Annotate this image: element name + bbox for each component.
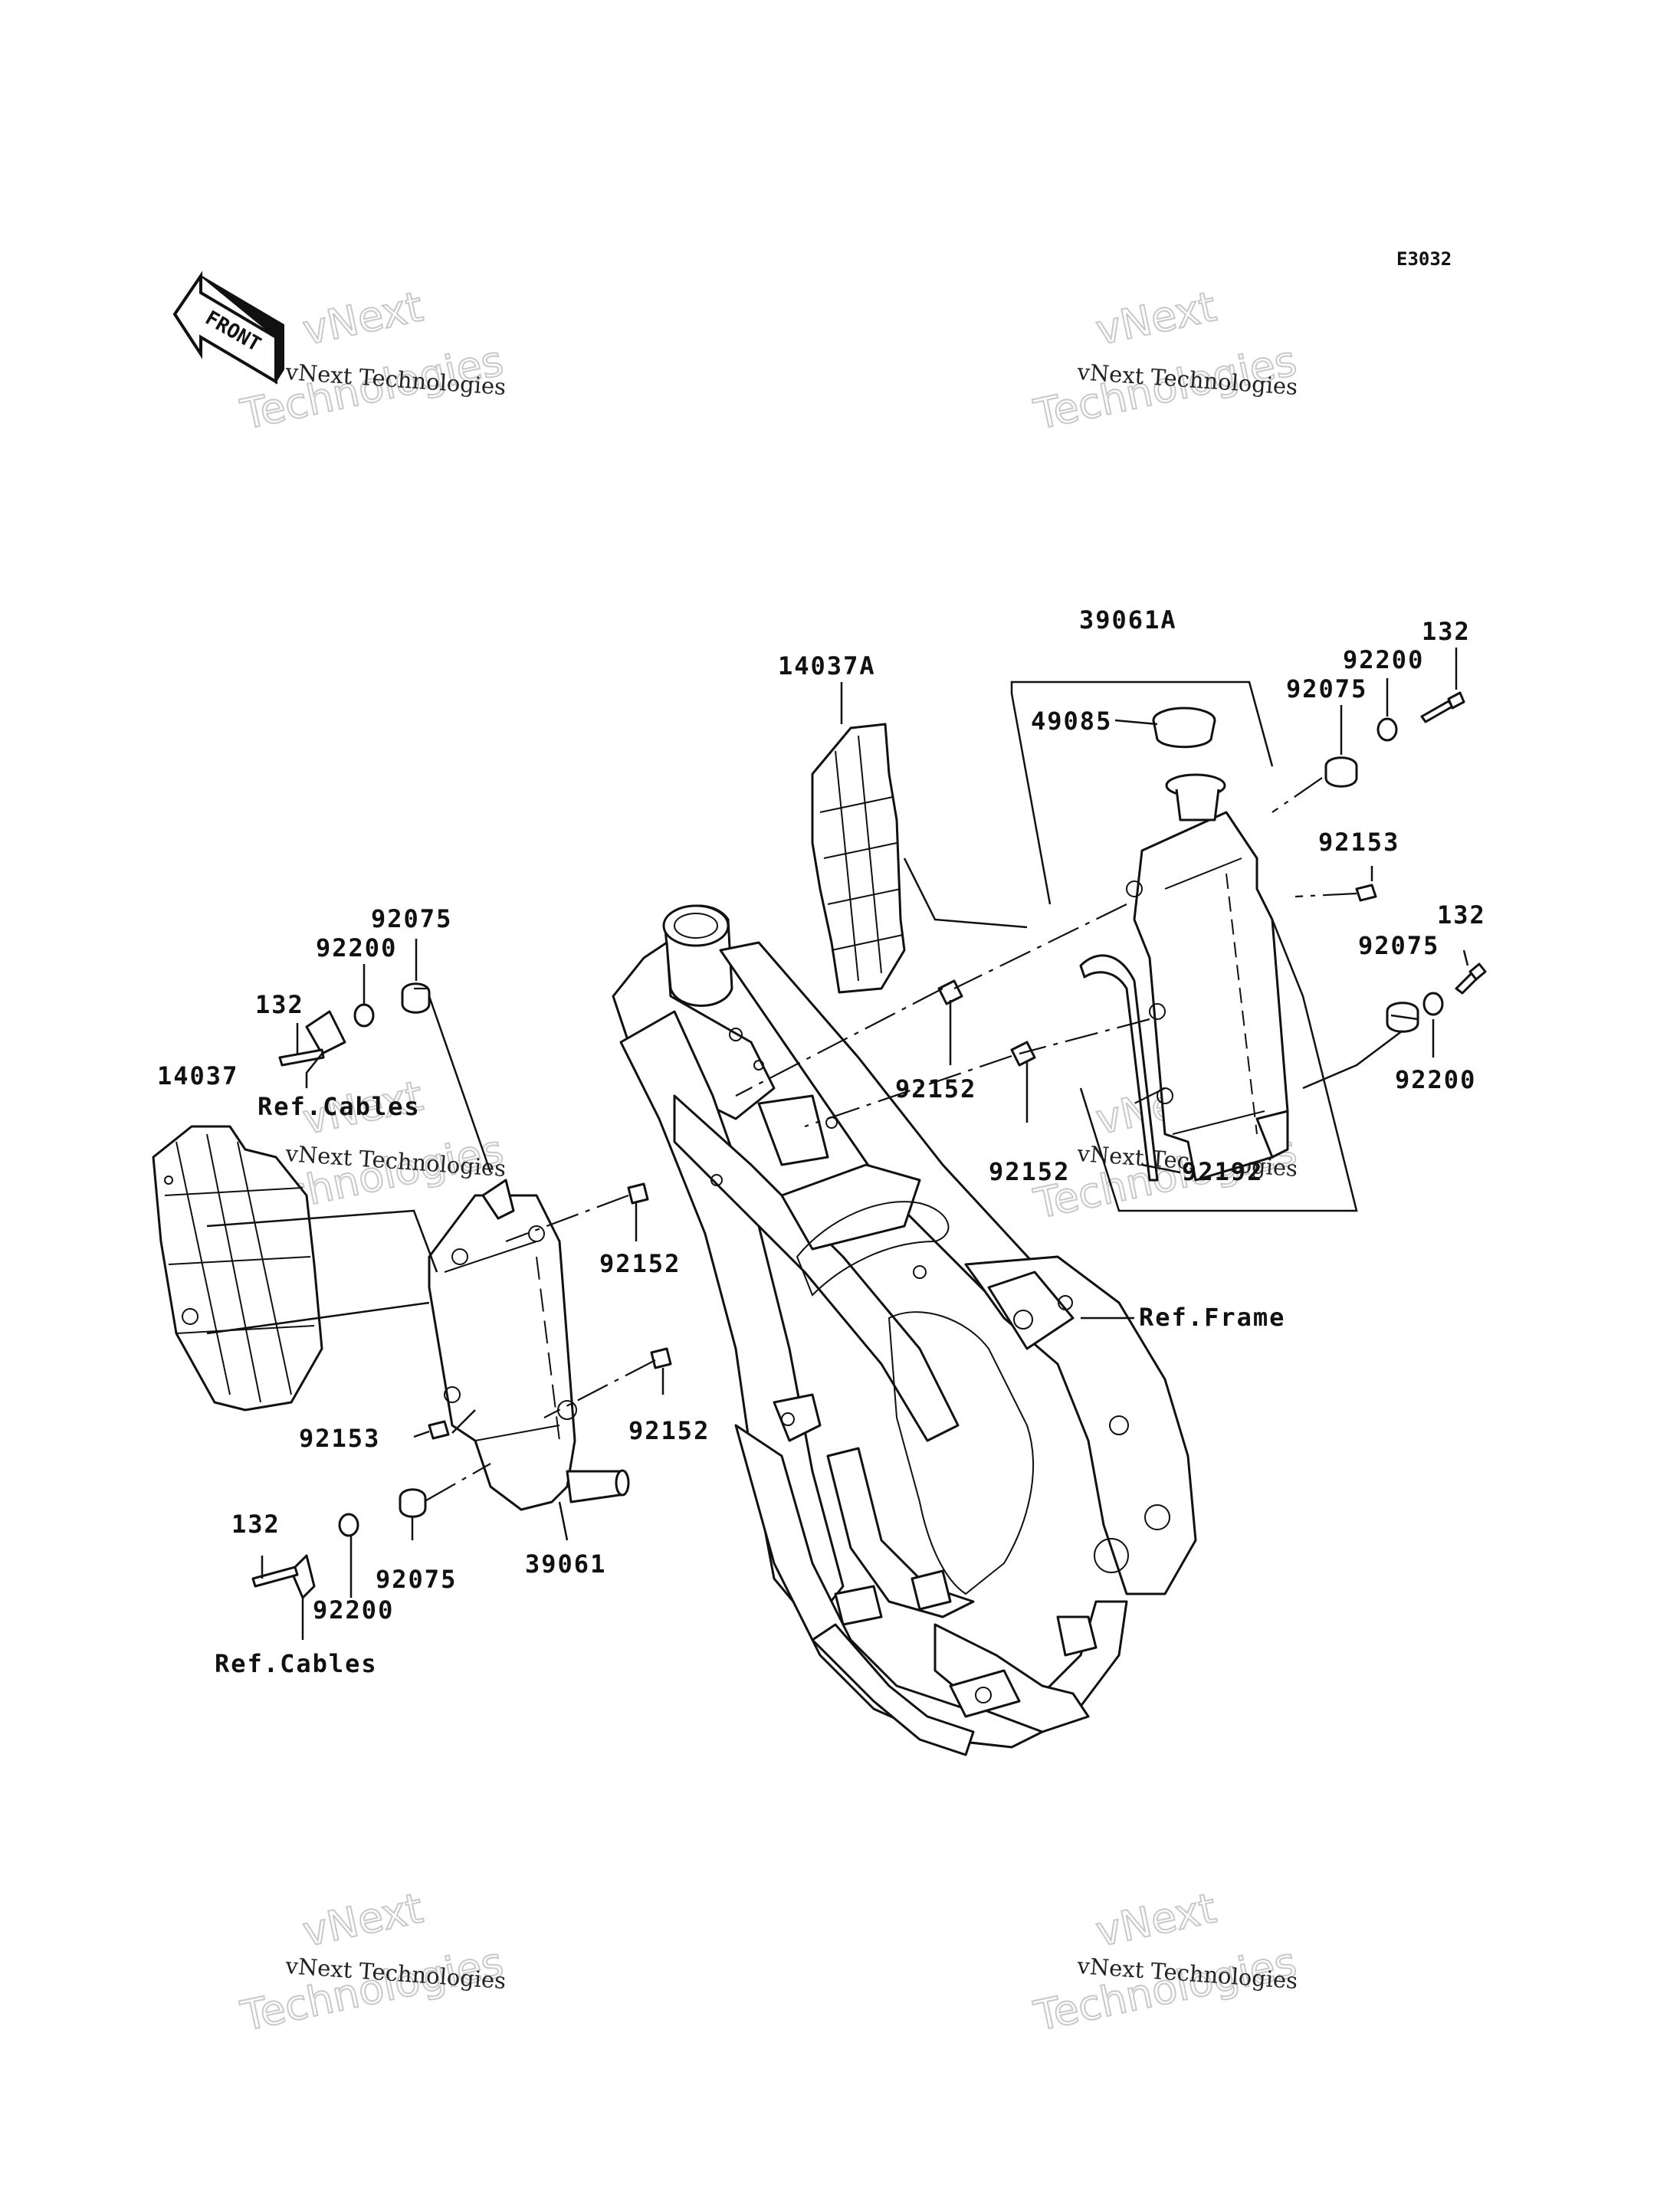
front-arrow-icon: FRONT (172, 271, 284, 385)
label-39061: 39061 (525, 1549, 606, 1579)
svg-text:vNext: vNext (1092, 1884, 1220, 1956)
watermark-bottom-right: vNext Technologies vNext Technologies (1029, 1883, 1301, 2041)
radiator-left (428, 1179, 630, 1511)
radiator-right (1079, 773, 1289, 1182)
label-132-right: 132 (1437, 900, 1486, 930)
fasteners-right (937, 691, 1487, 1067)
label-92200-left: 92200 (316, 933, 397, 962)
label-92152-a: 92152 (895, 1074, 976, 1103)
watermark-bottom-left: vNext Technologies vNext Technologies (236, 1883, 508, 2041)
label-92075-left: 92075 (371, 904, 452, 933)
label-132-left: 132 (255, 990, 304, 1019)
frame-drawing (612, 904, 1197, 1756)
label-92153-right: 92153 (1318, 828, 1399, 857)
label-ref-frame: Ref.Frame (1139, 1303, 1285, 1332)
label-92152-d: 92152 (628, 1416, 710, 1445)
label-92200-right: 92200 (1395, 1065, 1476, 1094)
svg-text:vNext: vNext (299, 282, 427, 354)
diagram-code: E3032 (1396, 248, 1452, 270)
fasteners-left (251, 982, 672, 1599)
label-132-bottom-left: 132 (231, 1510, 281, 1539)
shroud-left (152, 1125, 323, 1412)
label-49085: 49085 (1031, 707, 1112, 736)
label-92075-bottom-left: 92075 (376, 1565, 457, 1594)
part-labels: 39061A 132 92200 14037A 92075 49085 9215… (157, 605, 1486, 1678)
label-39061A: 39061A (1079, 605, 1177, 635)
label-14037: 14037 (157, 1061, 238, 1090)
label-14037A: 14037A (778, 651, 876, 680)
label-92152-c: 92152 (599, 1249, 681, 1278)
label-92152-b: 92152 (989, 1157, 1070, 1186)
label-ref-cables-top: Ref.Cables (258, 1092, 421, 1121)
label-92153-left: 92153 (299, 1424, 380, 1453)
leader-lines (206, 648, 1469, 1640)
label-92075-top-right: 92075 (1286, 674, 1367, 703)
label-92192: 92192 (1182, 1157, 1263, 1186)
label-ref-cables-bottom: Ref.Cables (215, 1649, 378, 1678)
label-92075-right: 92075 (1358, 931, 1439, 960)
label-132-top-right: 132 (1422, 617, 1471, 646)
watermark-top-right: vNext Technologies vNext Technologies (1029, 281, 1301, 440)
label-92200-bottom-left: 92200 (313, 1595, 394, 1625)
label-92200-top-right: 92200 (1343, 645, 1424, 674)
svg-text:vNext: vNext (299, 1884, 427, 1956)
shroud-right (811, 723, 906, 994)
radiator-cap (1152, 707, 1216, 749)
svg-text:vNext: vNext (1092, 282, 1220, 354)
